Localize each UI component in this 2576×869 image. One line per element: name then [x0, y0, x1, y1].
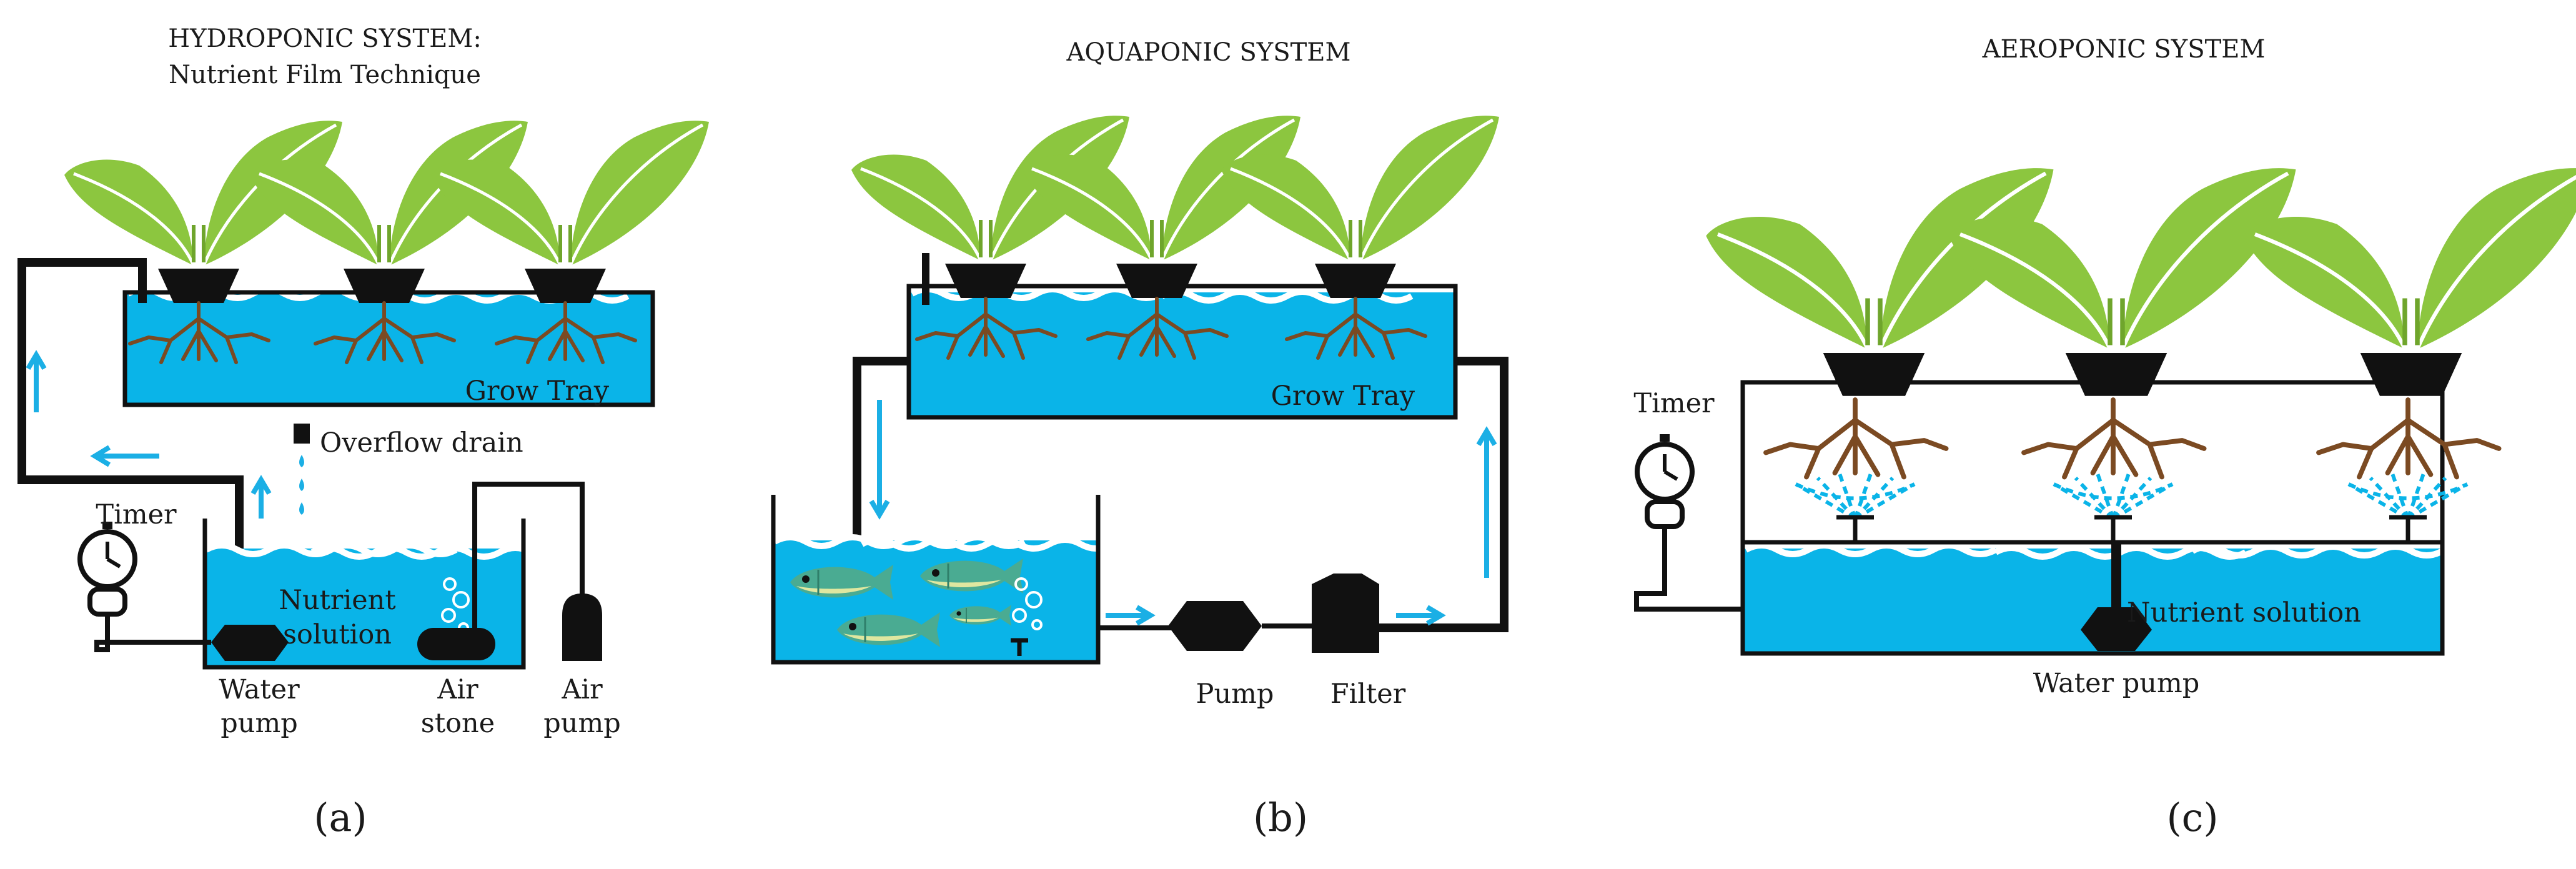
mist-spray [1796, 474, 1915, 519]
timer-cable [1634, 528, 1743, 612]
mist-spray [2349, 474, 2467, 519]
bubbles [1012, 577, 1043, 630]
panel-aeroponic: AEROPONIC SYSTEM Nutrient solution Water… [1633, 35, 2576, 840]
air-outlet [1011, 638, 1028, 656]
aquaponic-title: AQUAPONIC SYSTEM [1066, 38, 1351, 67]
grow-tray-water [909, 292, 1455, 417]
air-pump-label-line2: pump [543, 708, 621, 739]
flow-arrow-right [1106, 605, 1156, 626]
timer-label: Timer [1633, 388, 1715, 419]
aeroponic-title: AEROPONIC SYSTEM [1982, 35, 2266, 64]
drain-pipe [853, 357, 909, 544]
nutrient-label-line2: solution [283, 619, 392, 650]
water-pump-label: Water pump [2033, 668, 2200, 699]
air-stone [417, 628, 495, 660]
drip-drops [299, 455, 304, 515]
return-pipe [1379, 357, 1508, 632]
mist-spray [2054, 474, 2172, 519]
air-line [472, 482, 585, 628]
grow-tray-label: Grow Tray [1271, 380, 1415, 412]
roots [2319, 400, 2499, 477]
air-pump [562, 593, 602, 661]
nozzle [2389, 515, 2427, 542]
filter [1312, 574, 1379, 653]
grow-tray-label: Grow Tray [465, 375, 610, 407]
nozzle [1836, 515, 1874, 542]
flow-arrow-up [250, 475, 272, 519]
overflow-drain [294, 424, 310, 444]
hydroponic-title-line1: HYDROPONIC SYSTEM: [168, 24, 482, 53]
fish-tank [771, 495, 1101, 665]
water-pump [2081, 607, 2152, 651]
hydroponic-title-line2: Nutrient Film Technique [169, 61, 481, 89]
flow-arrow-down [869, 400, 890, 520]
timer-cable [94, 615, 211, 652]
caption-b: (b) [1253, 795, 1308, 840]
nutrient-label-line1: Nutrient [279, 585, 395, 616]
caption-c: (c) [2166, 795, 2218, 840]
roots [2024, 400, 2204, 477]
flow-arrow-up [26, 350, 47, 412]
pump-label: Pump [1196, 678, 1274, 710]
air-pump-label-line1: Air [561, 674, 603, 705]
flow-arrow-up [1476, 426, 1497, 578]
water-pump-label-line1: Water [219, 674, 300, 705]
stopwatch-icon [1637, 434, 1692, 527]
air-stone-label-line1: Air [437, 674, 478, 705]
caption-a: (a) [314, 795, 367, 840]
flow-arrow-right [1396, 605, 1446, 626]
pump [1168, 601, 1262, 651]
water-pump [211, 625, 289, 661]
nozzle [2094, 515, 2132, 542]
filter-label: Filter [1330, 678, 1406, 710]
flow-arrow-left [90, 445, 159, 467]
nutrient-solution-label: Nutrient solution [2127, 597, 2361, 628]
stopwatch-icon [80, 522, 135, 614]
panel-hydroponic: HYDROPONIC SYSTEM: Nutrient Film Techniq… [17, 24, 709, 840]
plant [2243, 168, 2576, 396]
return-pipe [17, 258, 244, 625]
panel-aquaponic: AQUAPONIC SYSTEM Grow Tray [771, 38, 1508, 840]
water-pump-label-line2: pump [220, 708, 298, 739]
air-stone-label-line2: stone [421, 708, 495, 739]
roots [1766, 400, 1946, 477]
nutrient-reservoir [202, 519, 526, 670]
timer-label: Timer [96, 499, 177, 530]
overflow-drain-label: Overflow drain [320, 427, 523, 459]
